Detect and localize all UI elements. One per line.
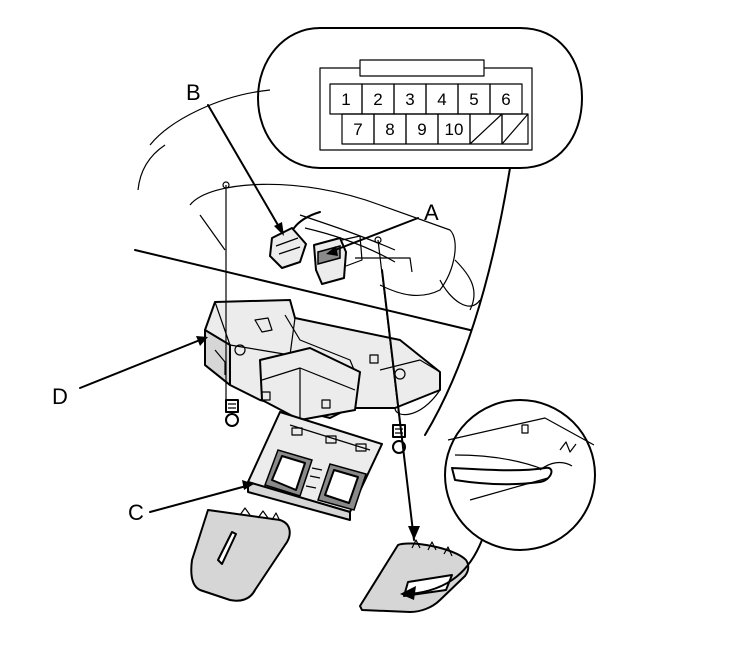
lens-cover-left xyxy=(190,507,291,602)
callout-b-label: B xyxy=(186,80,201,105)
clip-detail-circle xyxy=(444,399,596,551)
leader-lines xyxy=(79,104,419,513)
pin-number: 8 xyxy=(385,120,394,139)
console-frame-d xyxy=(204,299,441,421)
pin-number: 5 xyxy=(469,90,478,109)
pin-number: 4 xyxy=(437,90,446,109)
pinout-blank-cells xyxy=(469,113,529,145)
pin-number: 9 xyxy=(417,120,426,139)
pinout-top-row: 1 2 3 4 5 6 xyxy=(329,83,523,115)
pin-number: 2 xyxy=(373,90,382,109)
connector-b xyxy=(269,211,321,269)
pin-number: 3 xyxy=(405,90,414,109)
connector-a xyxy=(313,235,413,285)
connector-pinout-bubble xyxy=(257,27,583,436)
screw-guide-lines xyxy=(222,181,420,541)
pin-number: 10 xyxy=(445,120,464,139)
callout-c-label: C xyxy=(128,500,144,525)
roof-headliner xyxy=(134,89,481,331)
callout-d-label: D xyxy=(52,384,68,409)
lens-cover-right xyxy=(359,539,470,613)
pin-number: 6 xyxy=(501,90,510,109)
rotate-arrow xyxy=(400,539,483,600)
screw-left xyxy=(225,399,239,427)
callout-a-label: A xyxy=(424,200,439,225)
map-light-unit-c xyxy=(247,411,383,521)
pinout-bottom-row: 7 8 9 10 xyxy=(341,113,471,145)
pin-number: 1 xyxy=(341,90,350,109)
pin-number: 7 xyxy=(353,120,362,139)
